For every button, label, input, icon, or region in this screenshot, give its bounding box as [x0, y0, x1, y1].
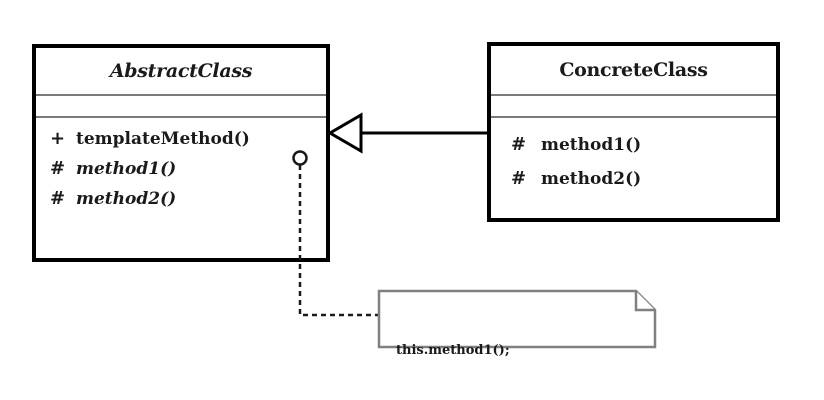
- visibility-marker: #: [511, 168, 527, 189]
- operations-compartment-abstract-class: + templateMethod() # method1() # method2…: [36, 118, 326, 258]
- operations-compartment-concrete-class: # method1() # method2(): [491, 118, 776, 218]
- generalization-arrow-icon: [327, 112, 487, 154]
- operation-row: # method2(): [511, 162, 776, 196]
- operation-row: # method1(): [511, 128, 776, 162]
- visibility-marker: #: [50, 188, 66, 209]
- operation-signature: method2(): [76, 189, 177, 209]
- class-box-abstract-class[interactable]: AbstractClass + templateMethod() # metho…: [32, 44, 330, 262]
- attributes-compartment-concrete-class: [491, 96, 776, 118]
- class-name-concrete-class: ConcreteClass: [491, 46, 776, 96]
- note-box[interactable]: this.method1(); this.method2();: [378, 290, 656, 358]
- operation-signature: templateMethod(): [76, 129, 250, 149]
- visibility-marker: #: [511, 134, 527, 155]
- visibility-marker: #: [50, 158, 66, 179]
- class-box-concrete-class[interactable]: ConcreteClass # method1() # method2(): [487, 42, 780, 222]
- visibility-marker: +: [50, 128, 66, 149]
- class-name-abstract-class: AbstractClass: [36, 48, 326, 96]
- operation-signature: method1(): [76, 159, 177, 179]
- note-text: this.method1(); this.method2();: [396, 296, 510, 400]
- note-line: this.method1();: [396, 343, 510, 358]
- attributes-compartment-abstract-class: [36, 96, 326, 118]
- operation-row: + templateMethod(): [50, 124, 326, 154]
- operation-signature: method1(): [541, 135, 642, 155]
- operation-signature: method2(): [541, 169, 642, 189]
- operation-row: # method2(): [50, 184, 326, 214]
- operation-row: # method1(): [50, 154, 326, 184]
